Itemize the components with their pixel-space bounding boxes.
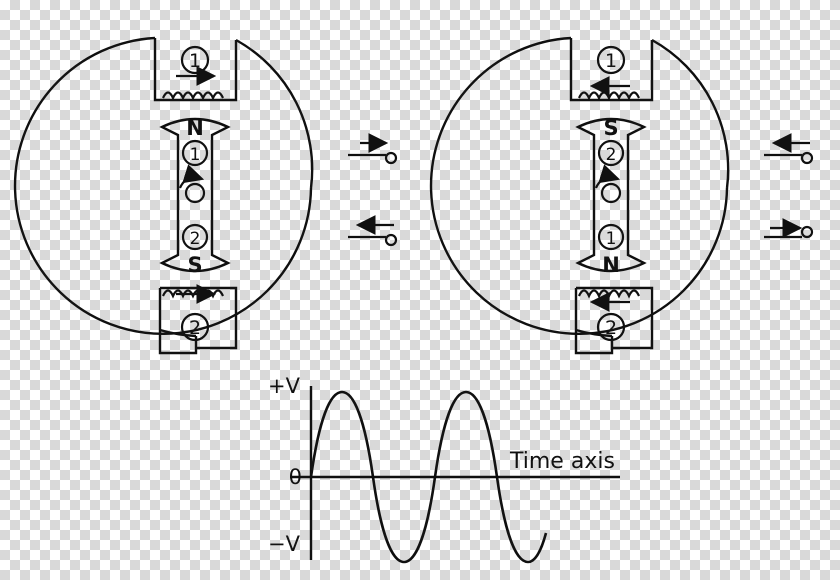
bottom-coil-label-left: 2 [189, 317, 201, 339]
top-coil-label-left: 1 [189, 50, 201, 72]
rotor-bottom-pole-left: S [187, 253, 202, 277]
bottom-coil-right: 2 [574, 286, 654, 355]
terminals-left [348, 133, 398, 247]
bottom-terminal-dot-right [800, 225, 814, 239]
rotor-lower-number-right: 1 [606, 229, 617, 249]
top-coil-label-circle-right [596, 45, 626, 75]
stator-frame-left [13, 36, 313, 335]
rotor-left: N 1 2 S [159, 116, 231, 277]
top-coil-label-right: 1 [605, 50, 617, 72]
generator-left: 1 2 N 1 2 S [13, 36, 398, 355]
shaft-icon-left [184, 182, 206, 204]
rotor-top-pole-right: S [603, 116, 618, 140]
bottom-coil-label-circle-left [180, 312, 210, 342]
rotor-lower-number-circle-right [597, 223, 625, 251]
terminals-right [764, 133, 814, 239]
stator-frame-right-upper-right [651, 38, 730, 189]
bottom-coil-label-circle-right [596, 312, 626, 342]
top-coil-right: 1 [569, 38, 654, 102]
rotor-top-pole-left: N [186, 116, 204, 140]
stator-frame-right [429, 36, 729, 335]
time-axis-label: Time axis [509, 449, 615, 474]
top-terminal-dot-right [800, 151, 814, 165]
top-coil-label-circle-left [180, 45, 210, 75]
shaft-icon-right [600, 182, 622, 204]
rotor-lower-number-left: 2 [190, 229, 201, 249]
coil-winding-icon [577, 289, 641, 299]
bottom-coil-left: 2 [158, 284, 238, 355]
rotor-upper-number-right: 2 [606, 145, 617, 165]
coil-winding-icon [161, 91, 225, 101]
waveform-label-negative: −V [268, 532, 301, 556]
waveform-plot: +V 0 −V Time axis [268, 374, 620, 564]
waveform-label-zero: 0 [289, 465, 302, 489]
sine-waveform [309, 390, 548, 564]
waveform-label-positive: +V [268, 374, 301, 398]
rotor-lower-number-circle-left [181, 223, 209, 251]
top-coil-left: 1 [153, 38, 238, 102]
rotor-bottom-pole-right: N [602, 253, 620, 277]
rotor-body-left [159, 117, 231, 273]
bottom-coil-label-right: 2 [605, 317, 617, 339]
bottom-terminal-dot-left [384, 233, 398, 247]
rotor-right: S 2 1 N [575, 116, 647, 277]
rotation-arrow-icon-right [594, 164, 621, 189]
stator-frame-left-upper-right [235, 38, 314, 189]
top-terminal-dot-left [384, 151, 398, 165]
coil-winding-icon [577, 91, 641, 101]
rotor-body-right [575, 117, 647, 273]
rotor-upper-number-left: 1 [190, 145, 201, 165]
rotation-arrow-icon-left [178, 164, 205, 189]
generator-right: 1 2 S 2 1 N [429, 36, 814, 355]
